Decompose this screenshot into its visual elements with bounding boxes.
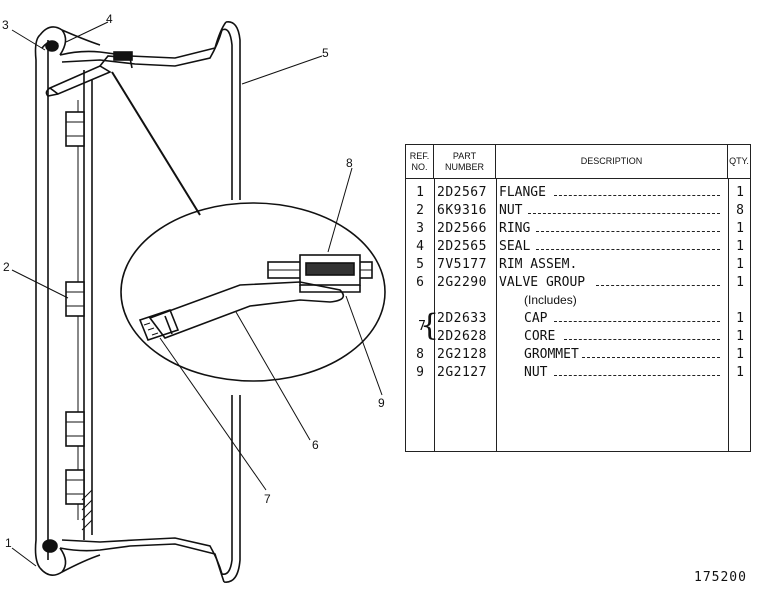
rim-assembly-drawing xyxy=(11,21,386,583)
description: NUT xyxy=(499,203,523,218)
brace-icon: { xyxy=(420,308,440,343)
part-number: 2D2567 xyxy=(437,185,487,200)
part-number: 2G2127 xyxy=(437,365,487,380)
qty: 1 xyxy=(736,257,744,272)
qty: 1 xyxy=(736,275,744,290)
description: RING xyxy=(499,221,531,236)
callout-4: 4 xyxy=(106,12,113,26)
ref-no: 1 xyxy=(416,185,424,200)
table-row: 3 2D2566 RING 1 xyxy=(406,221,750,239)
ref-no: 9 xyxy=(416,365,424,380)
header-part-number: PART NUMBER xyxy=(434,145,496,179)
ref-no: 6 xyxy=(416,275,424,290)
description: FLANGE xyxy=(499,185,546,200)
table-row: 4 2D2565 SEAL 1 xyxy=(406,239,750,257)
ref-no: 2 xyxy=(416,203,424,218)
ref-no: 4 xyxy=(416,239,424,254)
callout-9: 9 xyxy=(378,396,385,410)
ref-no: 7 xyxy=(418,319,426,334)
callout-8: 8 xyxy=(346,156,353,170)
table-row: 2 6K9316 NUT 8 xyxy=(406,203,750,221)
part-number: 2G2290 xyxy=(437,275,487,290)
document-number: 175200 xyxy=(694,570,747,585)
callout-3: 3 xyxy=(2,18,9,32)
qty: 1 xyxy=(736,329,744,344)
table-row: 6 2G2290 VALVE GROUP 1 xyxy=(406,275,750,293)
header-qty: QTY. xyxy=(728,145,750,179)
callout-2: 2 xyxy=(3,260,10,274)
part-number: 2D2565 xyxy=(437,239,487,254)
ref-no: 3 xyxy=(416,221,424,236)
table-row: 1 2D2567 FLANGE 1 xyxy=(406,185,750,203)
table-row: 9 2G2127 NUT 1 xyxy=(406,365,750,383)
callout-7: 7 xyxy=(264,492,271,506)
description: (Includes) xyxy=(524,293,577,307)
description: SEAL xyxy=(499,239,531,254)
part-number: 7V5177 xyxy=(437,257,487,272)
part-number: 6K9316 xyxy=(437,203,487,218)
qty: 1 xyxy=(736,365,744,380)
part-number: 2D2566 xyxy=(437,221,487,236)
part-number: 2D2633 xyxy=(437,311,487,326)
table-row: 7 2D2633 CAP 1 xyxy=(406,311,750,334)
table-row: 5 7V5177 RIM ASSEM. 1 xyxy=(406,257,750,275)
qty: 1 xyxy=(736,221,744,236)
header-ref-no: REF. NO. xyxy=(406,145,434,179)
header-description: DESCRIPTION xyxy=(496,145,728,179)
qty: 8 xyxy=(736,203,744,218)
qty: 1 xyxy=(736,311,744,326)
callout-5: 5 xyxy=(322,46,329,60)
part-number: 2G2128 xyxy=(437,347,487,362)
description: GROMMET xyxy=(524,347,579,362)
parts-list-table: REF. NO. PART NUMBER DESCRIPTION QTY. 1 … xyxy=(405,144,751,452)
table-row: 2D2628 CORE 1 xyxy=(406,329,750,347)
description: VALVE GROUP xyxy=(499,275,586,290)
callout-1: 1 xyxy=(5,536,12,550)
description: RIM ASSEM. xyxy=(499,257,578,272)
part-number: 2D2628 xyxy=(437,329,487,344)
description: CORE xyxy=(524,329,556,344)
description: CAP xyxy=(524,311,548,326)
callout-6: 6 xyxy=(312,438,319,452)
qty: 1 xyxy=(736,239,744,254)
ref-no: 8 xyxy=(416,347,424,362)
description: NUT xyxy=(524,365,548,380)
table-row: 8 2G2128 GROMMET 1 xyxy=(406,347,750,365)
ref-no: 5 xyxy=(416,257,424,272)
qty: 1 xyxy=(736,185,744,200)
qty: 1 xyxy=(736,347,744,362)
table-row: (Includes) xyxy=(406,293,750,311)
